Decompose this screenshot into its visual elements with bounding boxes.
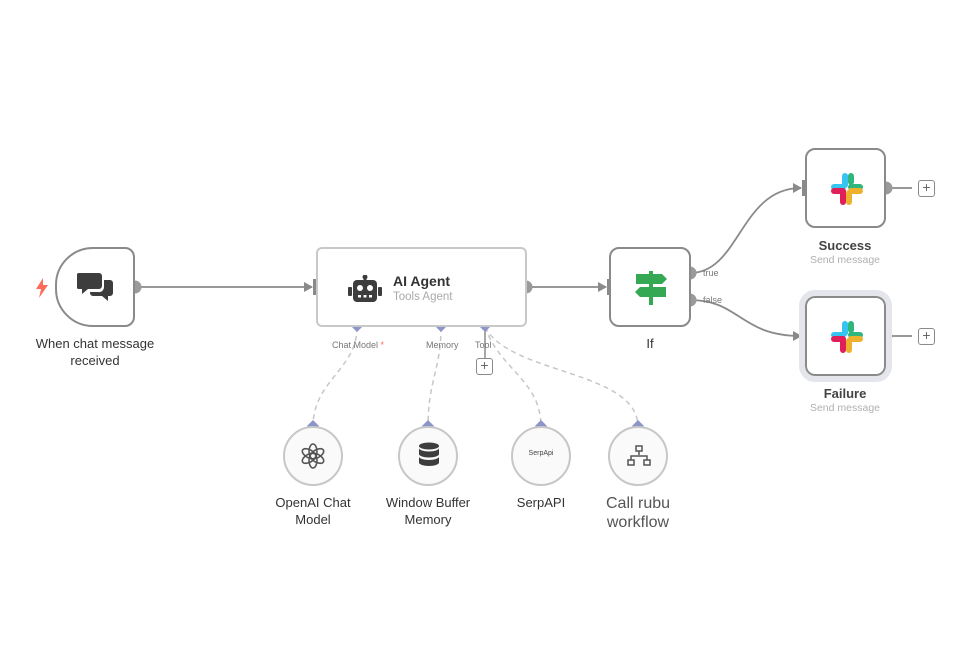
openai-icon [300,443,326,474]
arrowhead-agent [304,282,313,292]
serpapi-label: SerpAPI [516,495,566,510]
edge-serpapi-to-tool [484,326,542,428]
memory-label-line-2: Memory [404,512,452,527]
slack-icon [830,320,864,359]
failure-subtitle: Send message [809,402,881,414]
edge-openai-to-chat-model [312,326,358,428]
chat-model-port-label: Chat Model * [332,340,384,350]
memory-label-line-1: Window Buffer [385,495,471,510]
lightning-icon [35,278,49,298]
agent-subtitle: Tools Agent [393,291,453,303]
edge-if-true-to-success [689,187,802,274]
success-node[interactable] [805,148,886,228]
serpapi-badge: SerpApi [528,450,554,457]
success-add-button[interactable]: + [918,180,935,197]
arrowhead-failure [793,331,802,341]
success-label: Success [818,238,872,253]
if-label: If [646,336,654,351]
true-branch-label: true [703,268,719,278]
memory-port-label: Memory [426,340,459,350]
edge-if-false-to-failure [689,299,802,337]
edge-workflow-to-tool [484,326,639,428]
failure-add-button[interactable]: + [918,328,935,345]
robot-icon [348,274,382,308]
success-subtitle: Send message [809,254,881,266]
call-workflow-node[interactable] [608,426,668,486]
failure-node[interactable] [799,290,892,382]
openai-label-line-2: Model [295,512,331,527]
workflow-label-line-2: workflow [606,514,670,531]
serpapi-node[interactable]: SerpApi [511,426,571,486]
slack-icon [830,172,864,211]
chat-model-required-mark: * [380,340,385,350]
window-buffer-memory-node[interactable] [398,426,458,486]
sub-node-edges [312,326,639,428]
if-node[interactable] [609,247,691,327]
agent-title: AI Agent [393,273,451,289]
openai-chat-model-node[interactable] [283,426,343,486]
trigger-label: When chat message received [35,336,155,368]
edge-memory-to-memory-port [427,326,442,428]
arrowheads [304,183,802,341]
trigger-node[interactable] [55,247,135,327]
chat-model-port-text: Chat Model [332,340,379,350]
arrowhead-if [598,282,607,292]
signpost-icon [634,269,668,312]
chat-bubbles-icon [76,271,115,308]
ai-agent-node[interactable]: AI Agent Tools Agent [316,247,527,327]
failure-label: Failure [823,386,867,401]
database-icon [418,442,440,475]
tool-port-label: Tool [475,340,492,350]
workflow-label-line-1: Call rubu [605,495,671,512]
sitemap-icon [627,445,651,472]
false-branch-label: false [703,295,723,305]
openai-label-line-1: OpenAI Chat [275,495,351,510]
arrowhead-success [793,183,802,193]
add-tool-button[interactable]: + [476,358,493,375]
port-diamonds[interactable] [307,320,644,432]
